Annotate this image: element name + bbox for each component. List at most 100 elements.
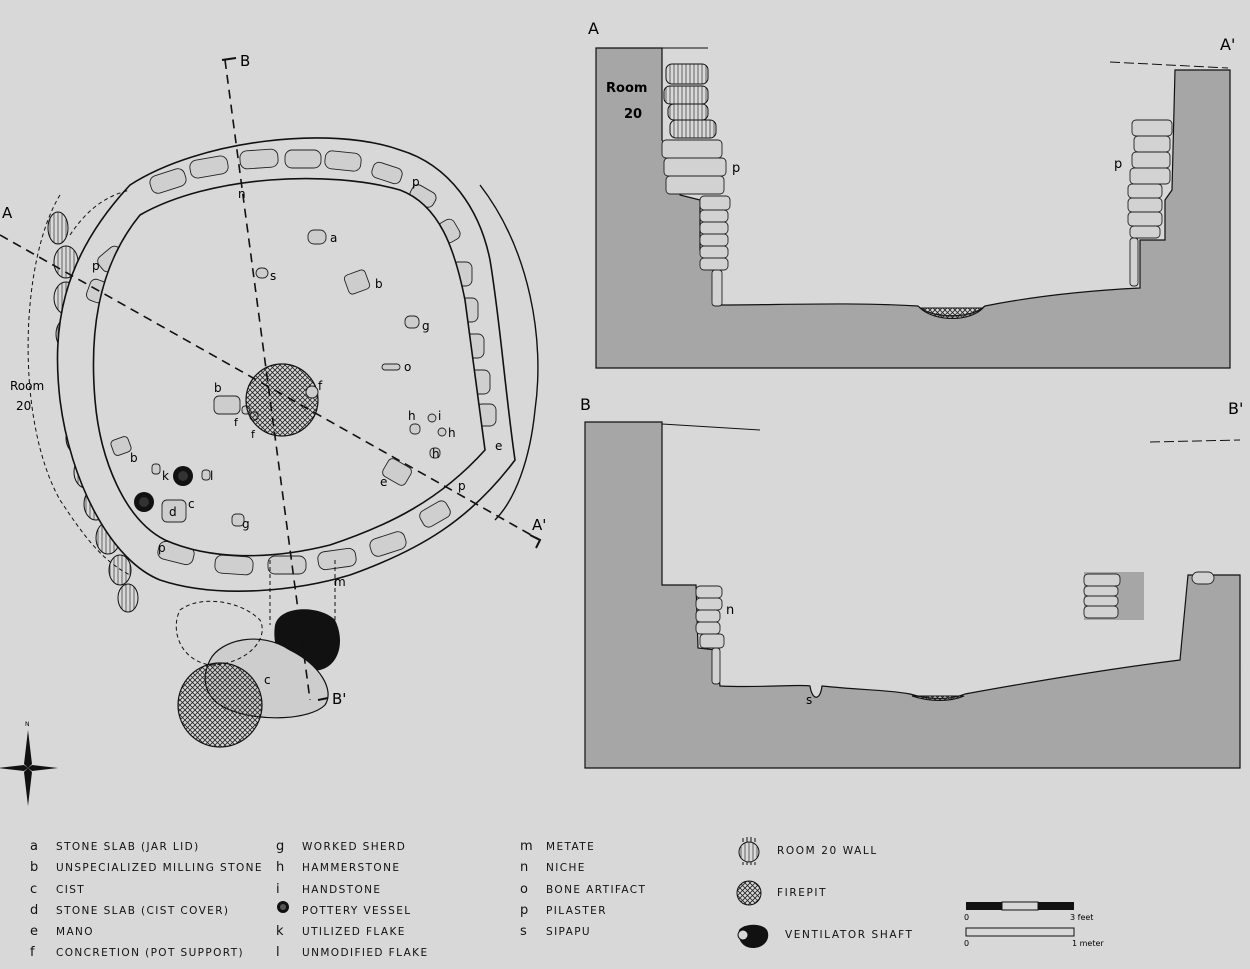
legend-row: nNiche [520,860,586,876]
legend-column-1: aStone slab (jar lid) bUnspecialized mil… [30,836,263,964]
legend-symbol-row: Ventilator shaft [735,920,914,962]
profile-b-left-label: B [580,395,591,414]
feature-b-stone-2 [213,395,241,415]
feature-s-sipapu [255,267,269,279]
legend-row: oBone artifact [520,881,647,897]
feature-g-sherd-2 [231,513,245,527]
legend-row: lUnmodified flake [276,945,429,961]
room-20-outline [27,194,131,576]
scale-feet-zero: 0 [964,913,969,922]
legend-row: Pottery vessel [276,900,428,921]
north-arrow-icon [0,730,58,806]
svg-text:k: k [162,469,169,483]
feature-h-1 [409,423,421,435]
legend-row: iHandstone [276,881,382,897]
plan-labels: B A A' B' Room 20 N a s b g o f b f f h … [2,52,546,728]
firepit-icon [736,880,762,906]
profile-a: A A' Room 20 p p [588,19,1235,369]
svg-text:h: h [432,447,440,461]
firepit [245,363,319,437]
legend-row: aStone slab (jar lid) [30,839,200,854]
svg-text:f: f [251,428,256,441]
feature-i [427,413,437,423]
feature-f-concretion [305,385,319,399]
scale-bar: 0 3 feet 0 1 meter [964,900,1114,953]
kiva-plan [0,57,542,806]
profile-a-pilaster-right: p [1114,157,1122,172]
svg-text:d: d [169,505,177,519]
profile-b-right-label: B' [1228,399,1243,418]
pottery-vessel-icon [276,900,302,921]
svg-text:i: i [438,409,441,423]
scale-meter-zero: 0 [964,939,969,948]
cist-dashed [175,600,263,666]
profile-a-room20-stones [663,63,717,139]
svg-text:s: s [270,269,276,283]
plan-label-b: B [240,52,250,70]
plan-room-label: Room [10,379,44,393]
feature-b-stone-3 [110,436,132,456]
feature-k-flake [151,463,161,475]
excavation-plan-drawing: B A A' B' Room 20 N a s b g o f b f f h … [0,19,1243,806]
kiva-wall-stones [86,148,497,576]
scale-feet-end: 3 feet [1070,913,1093,922]
profile-a-right-label: A' [1220,35,1235,54]
feature-g-sherd [404,315,420,329]
svg-text:c: c [188,497,195,511]
svg-text:c: c [264,673,271,687]
profile-b-stones [695,571,1215,685]
svg-text:h: h [448,426,456,440]
pottery-vessels [134,466,193,512]
plan-label-a-prime: A' [532,516,546,534]
profile-a-fill [595,47,1231,369]
feature-a-slab [307,229,327,245]
legend-column-3: mMetate nNiche oBone artifact pPilaster … [520,836,646,942]
kiva-bench-arc [479,184,539,521]
feature-h-2 [437,427,447,437]
svg-text:e: e [495,439,502,453]
svg-text:f: f [234,416,239,429]
legend-symbol-row: Firepit [735,878,914,920]
svg-text:a: a [330,231,337,245]
room-wall-icon [738,837,760,865]
svg-text:g: g [422,319,430,333]
profile-a-stones-right [1127,119,1173,287]
profile-a-firepit [918,307,985,319]
svg-text:p: p [412,175,420,189]
svg-text:e: e [380,475,387,489]
svg-text:f: f [318,379,323,393]
legend-row: eMano [30,924,94,940]
profile-a-room-label: Room [606,81,647,96]
profile-b: B B' n s [580,395,1243,769]
kiva-bench-arc-dashed [69,189,131,236]
profile-b-sipapu-label: s [806,693,812,707]
plan-label-a: A [2,204,13,222]
legend-row: gWorked sherd [276,839,407,854]
legend-symbols: Room 20 wall Firepit Ventilator shaft [735,836,914,962]
legend-row: cCist [30,881,86,897]
svg-text:b: b [214,381,222,395]
svg-text:n: n [238,187,246,201]
svg-text:b: b [130,451,138,465]
feature-h-3 [429,447,441,459]
svg-text:m: m [334,575,346,589]
svg-text:o: o [404,360,411,374]
feature-l-flake [201,469,211,481]
profile-a-room-number: 20 [624,107,642,122]
profile-a-stones-left [661,139,731,307]
legend-symbol-row: Room 20 wall [735,836,914,878]
svg-text:l: l [210,469,213,483]
legend-row: sSipapu [520,924,592,940]
legend-row: dStone slab (cist cover) [30,902,230,918]
profile-b-niche-label: n [726,603,734,618]
legend-row: bUnspecialized milling stone [30,860,263,876]
plan-room-number: 20 [16,399,31,413]
svg-text:h: h [408,409,416,423]
svg-text:b: b [375,277,383,291]
svg-text:p: p [458,479,466,493]
legend-row: mMetate [520,839,596,854]
floor-features [110,229,447,527]
svg-text:p: p [92,259,100,273]
feature-o-bone [381,363,401,371]
feature-d-slab [161,499,187,523]
